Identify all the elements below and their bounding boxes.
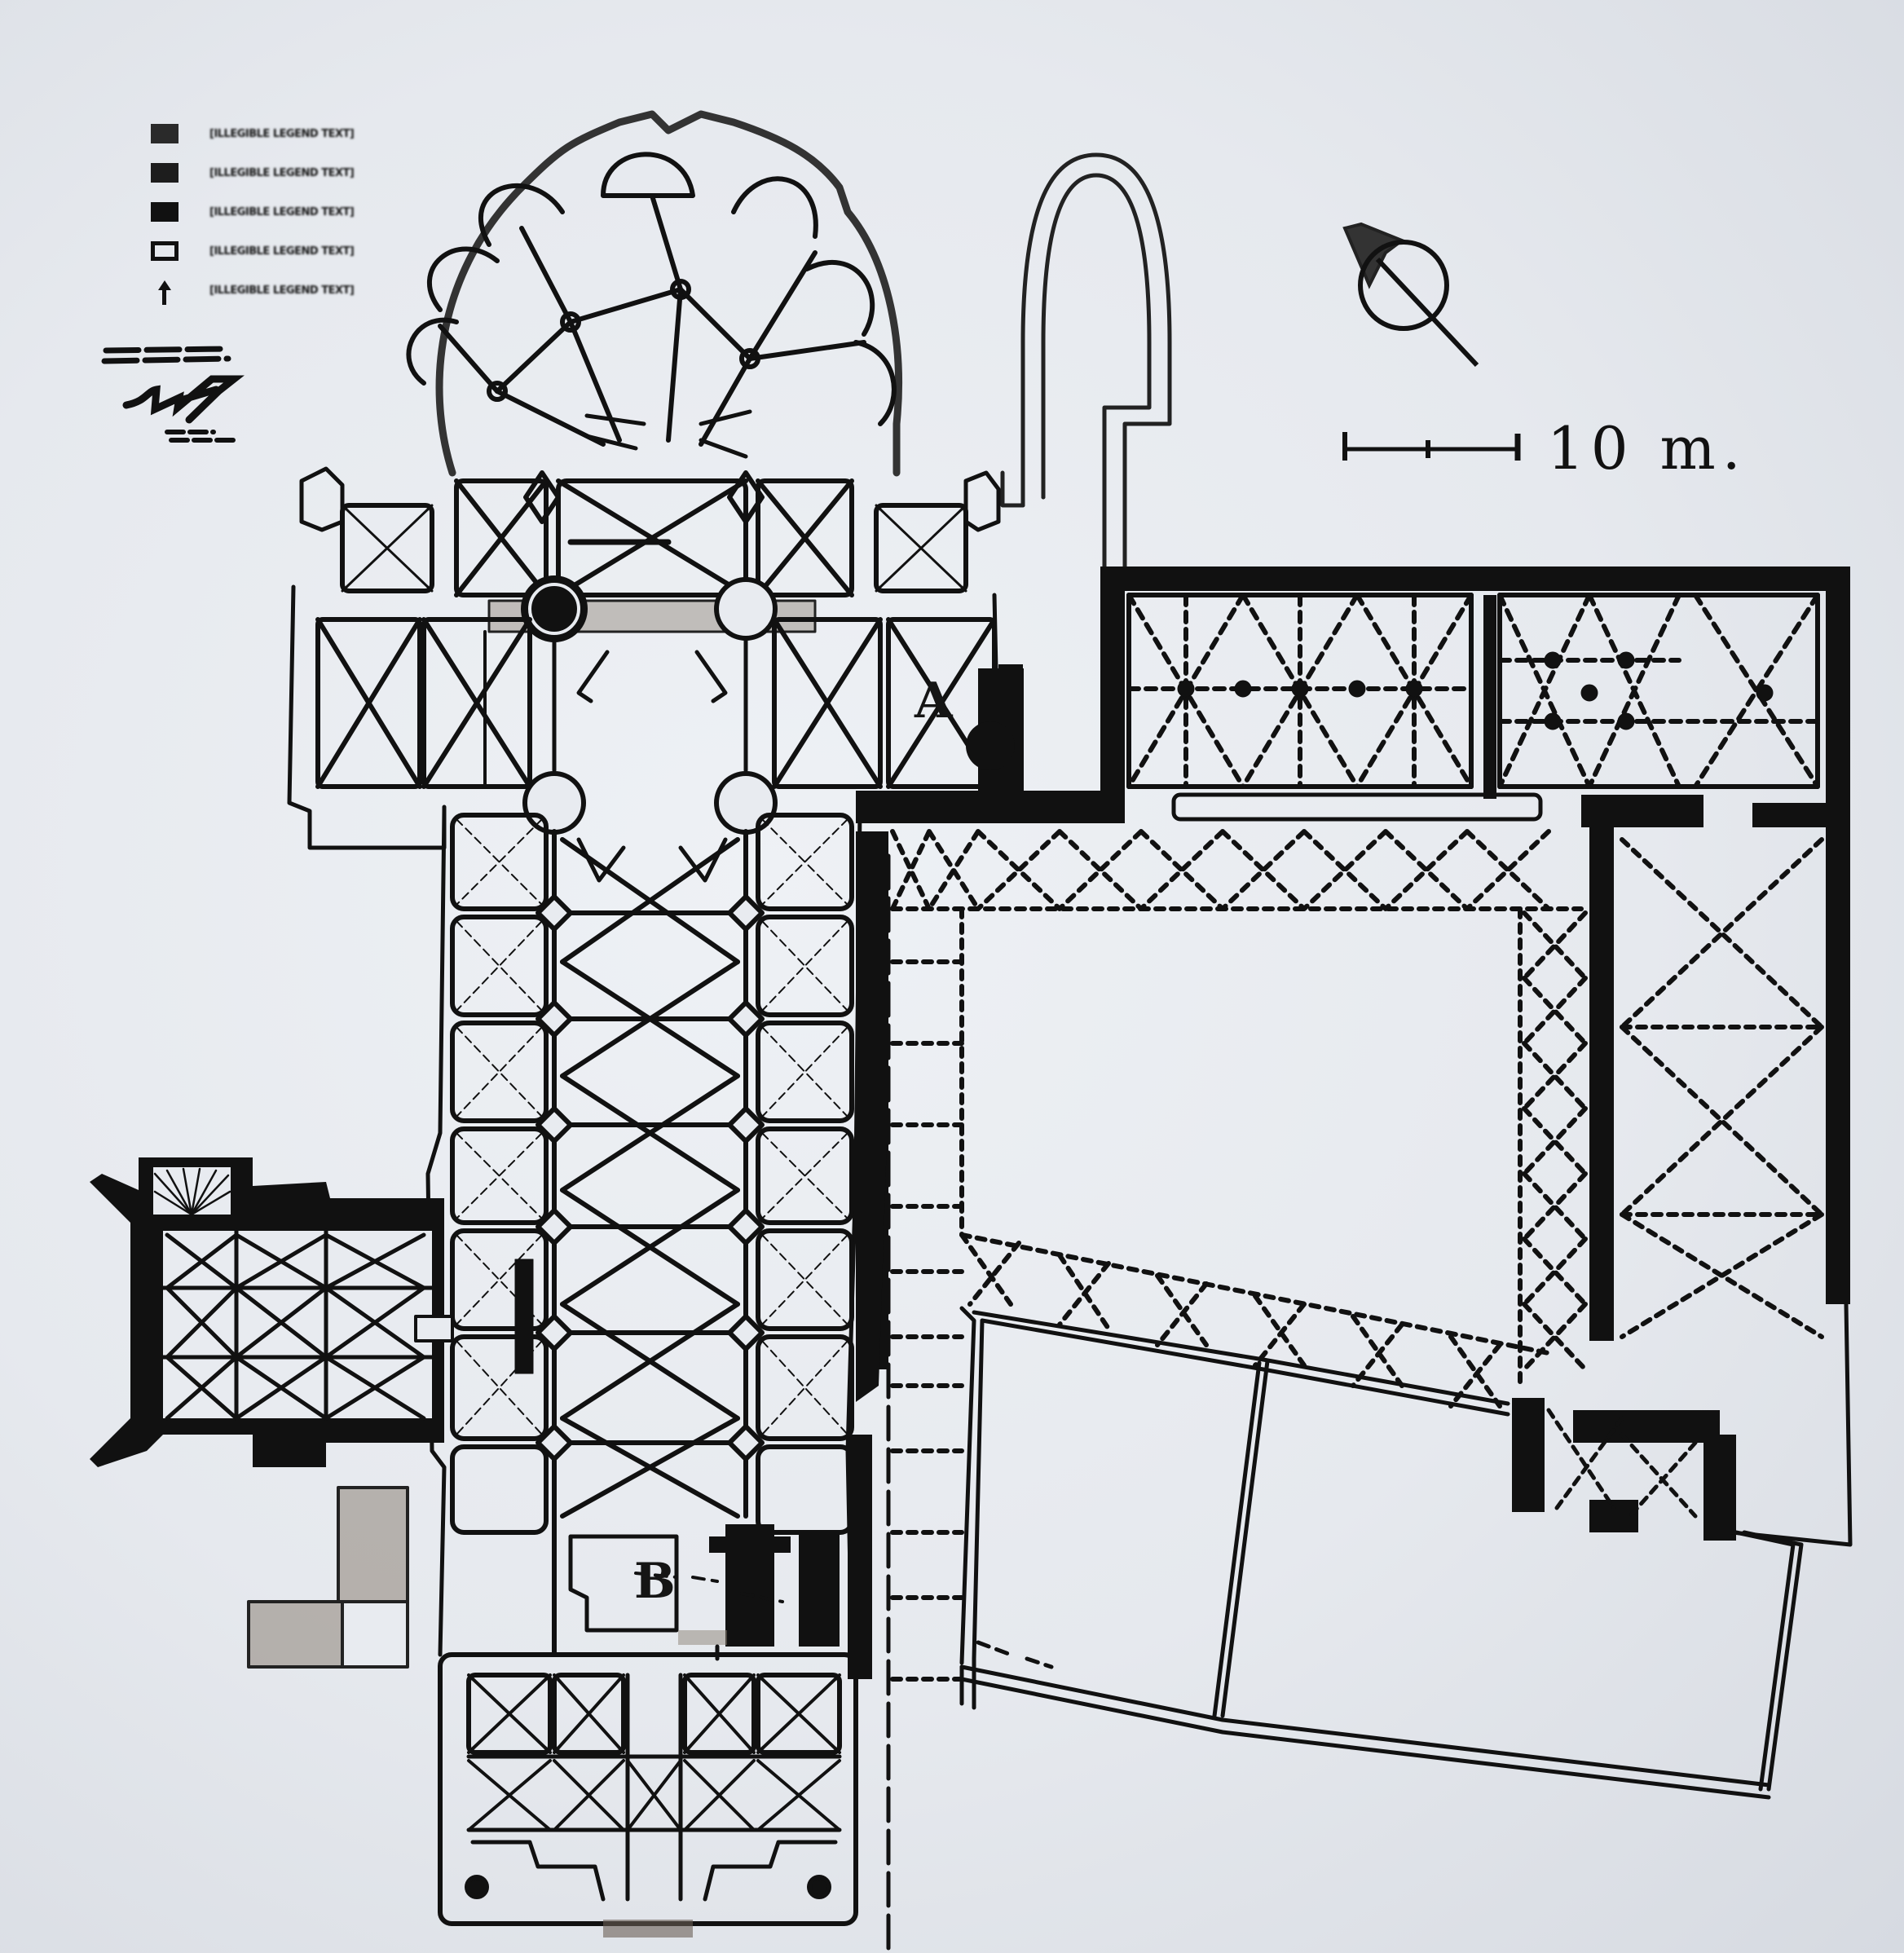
legend-label: [illegible legend text] [209, 205, 355, 218]
signature-mark [101, 346, 245, 443]
nave-east-wall [848, 668, 1024, 1679]
apse [406, 110, 902, 477]
legend-label: [illegible legend text] [209, 284, 355, 297]
scale-label: 10 m. [1547, 414, 1748, 483]
marker-a: A [915, 672, 953, 730]
legend-item: [illegible legend text] [151, 192, 355, 231]
legend-arrow-icon [151, 280, 178, 305]
legend-item: [illegible legend text] [151, 271, 355, 310]
scale-bar [1342, 432, 1521, 461]
south-range [959, 1302, 1853, 1800]
legend-label: [illegible legend text] [209, 166, 355, 179]
legend-item: [illegible legend text] [151, 153, 355, 192]
marker-b: B [634, 1553, 676, 1610]
nave [425, 809, 862, 1657]
north-chapel [90, 1157, 534, 1467]
legend: [illegible legend text] [illegible legen… [151, 114, 355, 310]
choir-transept [287, 466, 1001, 883]
legend-swatch-outline-icon [151, 241, 178, 261]
horseshoe-annex [1000, 152, 1172, 573]
legend-label: [illegible legend text] [209, 245, 355, 258]
north-arrow-icon [1342, 222, 1479, 368]
legend-swatch-dotted-icon [151, 163, 178, 183]
legend-swatch-dark-icon [151, 124, 178, 143]
legend-swatch-solid-icon [151, 202, 178, 222]
nave-bays [450, 813, 854, 1535]
ruined-annex [247, 1486, 409, 1669]
legend-label: [illegible legend text] [209, 127, 355, 140]
legend-item: [illegible legend text] [151, 114, 355, 153]
legend-item: [illegible legend text] [151, 231, 355, 271]
west-porch [438, 1644, 858, 1938]
